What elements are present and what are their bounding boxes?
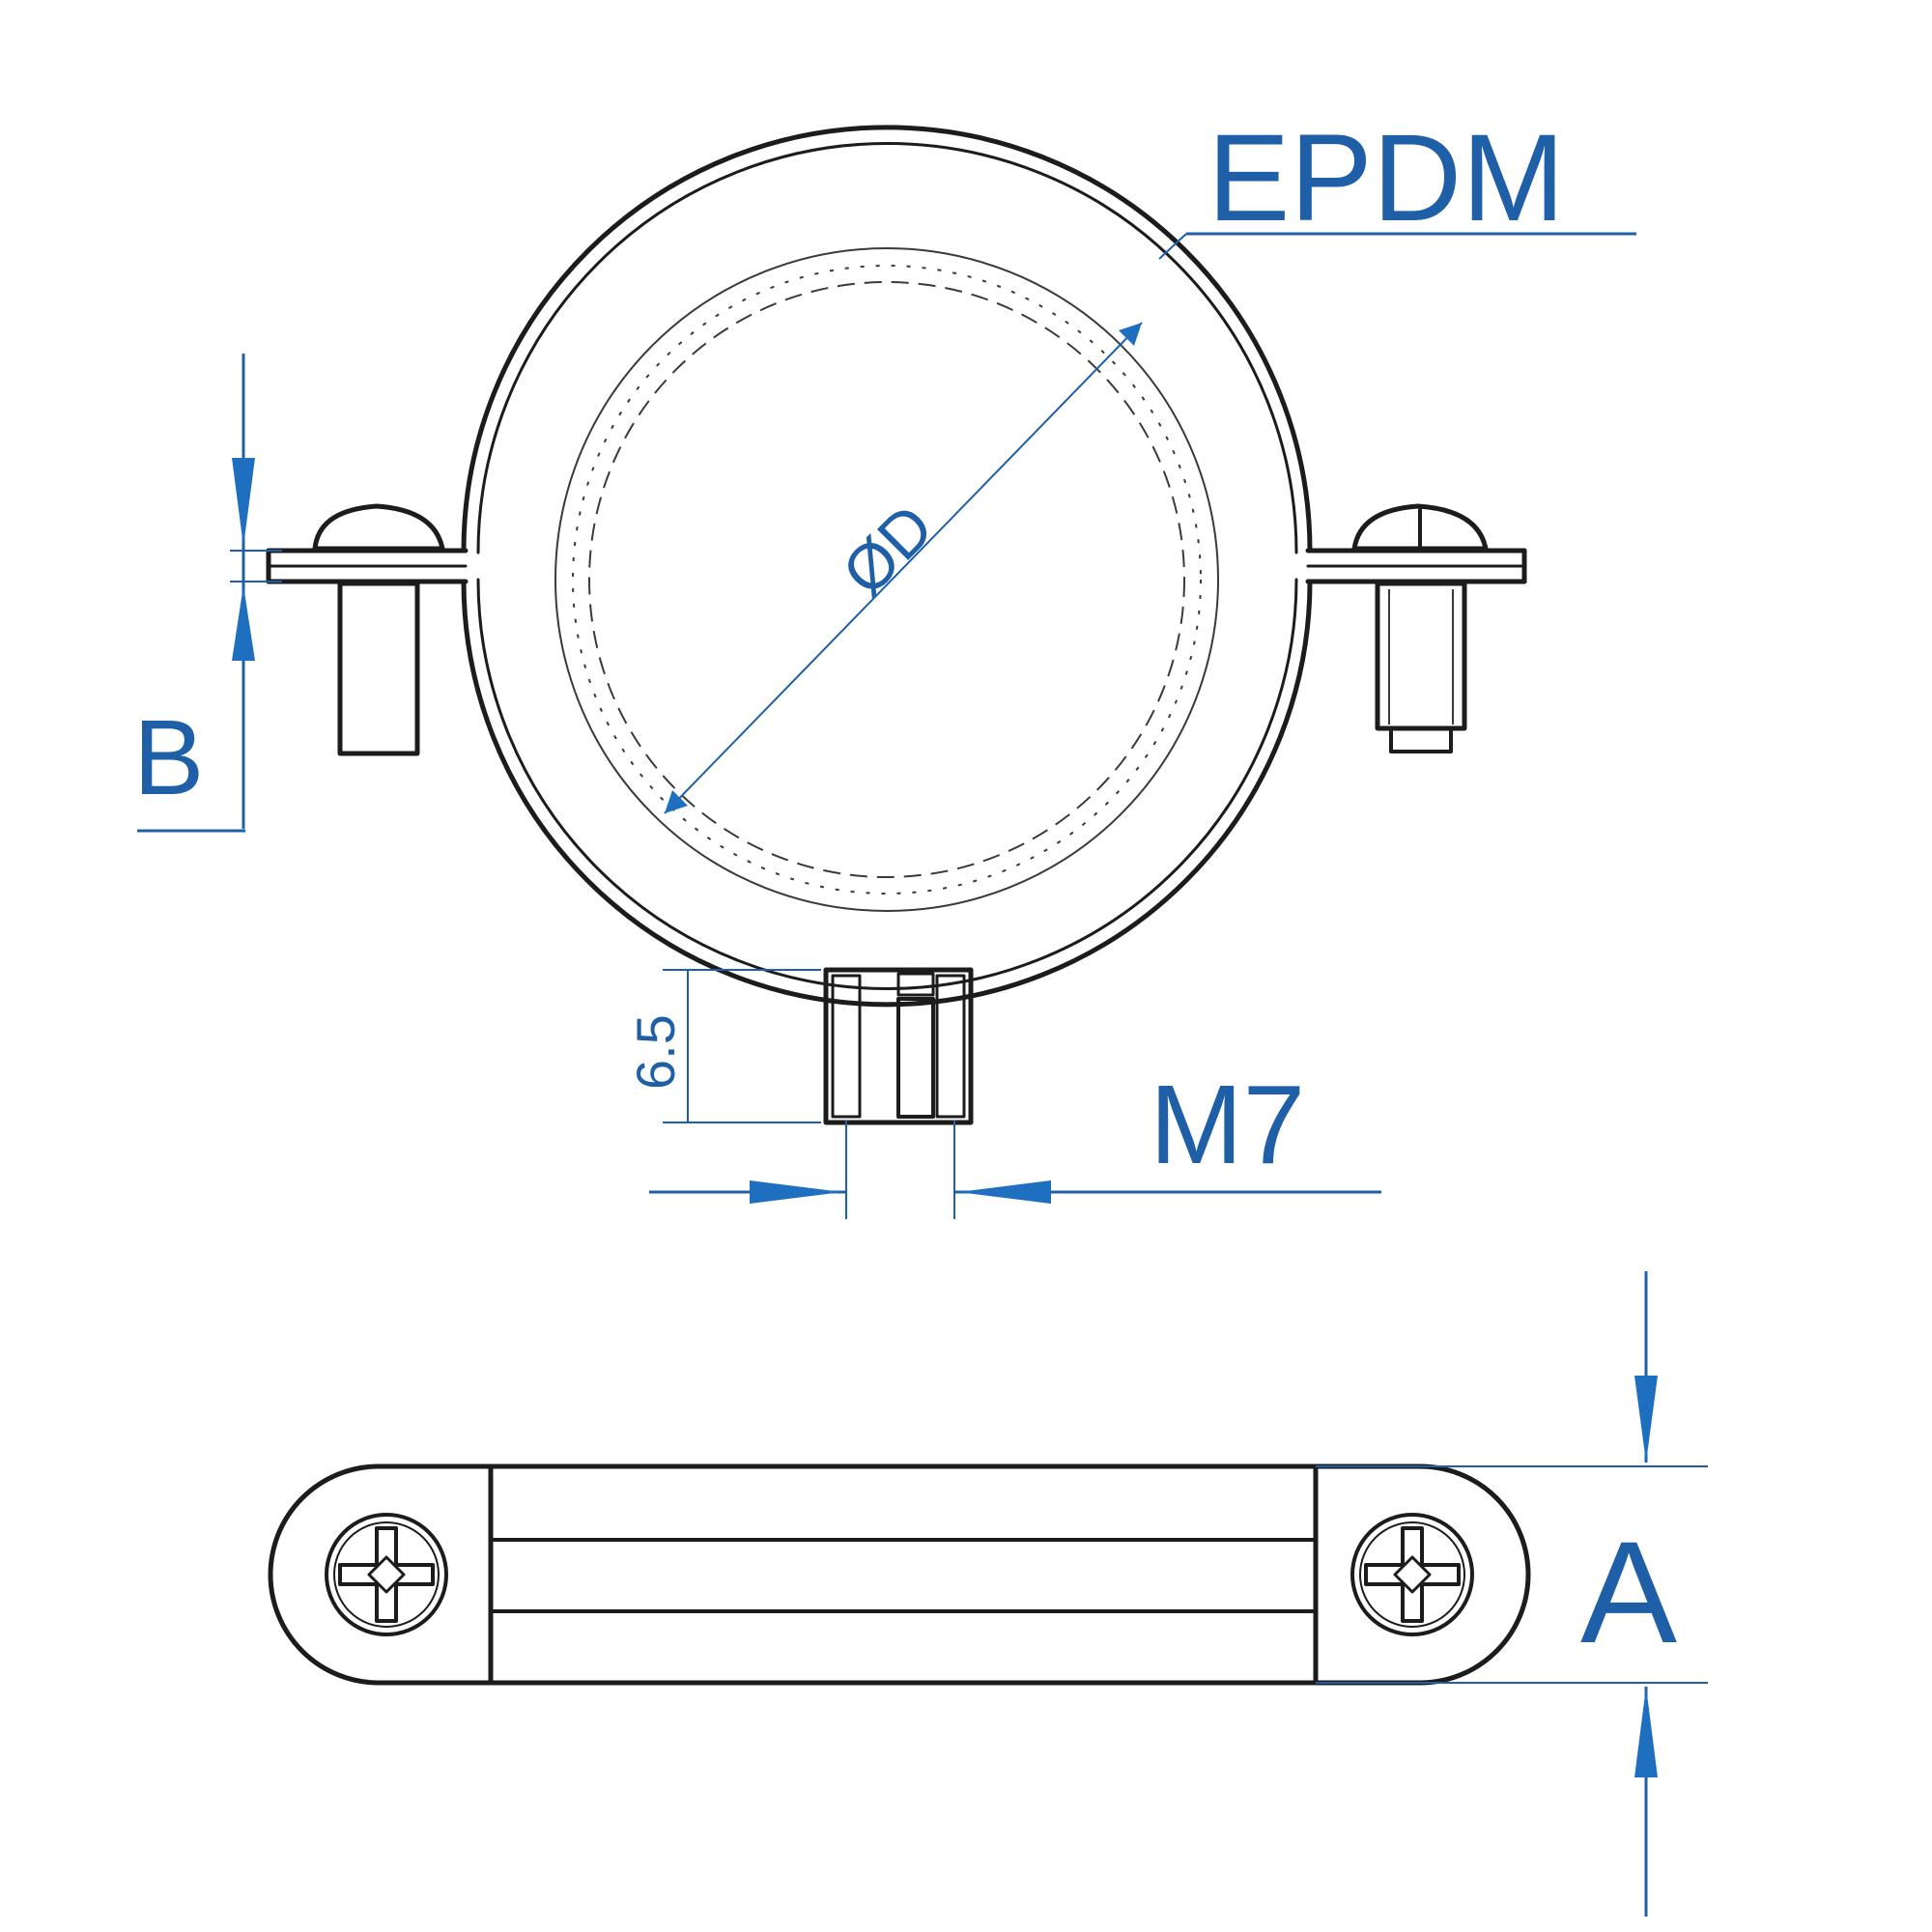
top-view-band	[268, 1463, 1531, 1686]
clamp-ring	[461, 125, 1313, 1008]
thickness-label: B	[133, 698, 204, 817]
nut-height-label: 6.5	[625, 1014, 686, 1090]
right-screw-icon	[1351, 503, 1489, 753]
nut-height-dimension	[663, 969, 821, 1123]
epdm-leader	[1158, 232, 1636, 260]
thickness-dimension	[137, 354, 282, 833]
bottom-nut	[823, 967, 974, 1125]
right-phillips-screw-icon	[1350, 1513, 1474, 1636]
thread-label: M7	[1150, 1062, 1305, 1187]
epdm-label: EPDM	[1208, 109, 1565, 247]
epdm-lining	[554, 247, 1219, 912]
width-dimension	[1316, 1271, 1708, 1917]
thread-dimension	[649, 1121, 1381, 1219]
diameter-dimension	[664, 322, 1143, 814]
diameter-label: ØD	[829, 491, 947, 609]
width-label: A	[1580, 1511, 1677, 1673]
left-flange	[266, 548, 469, 584]
right-flange	[1305, 548, 1527, 584]
left-phillips-screw-icon	[325, 1513, 448, 1636]
left-screw-icon	[312, 503, 445, 756]
